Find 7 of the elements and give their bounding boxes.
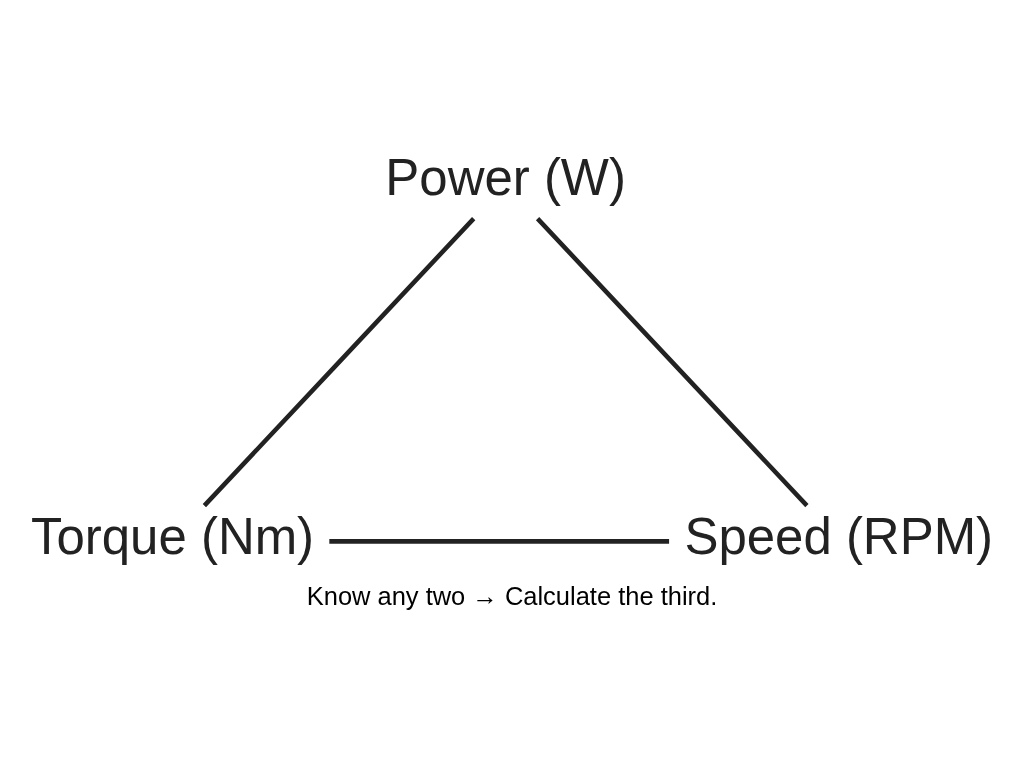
connector — [535, 216, 809, 507]
connector — [329, 538, 670, 544]
node-text: Torque (Nm) — [30, 507, 315, 565]
node-text: Speed (RPM) — [684, 507, 994, 565]
connector — [202, 216, 476, 507]
caption: Know any two → Calculate the third. — [306, 581, 718, 610]
node-text: Power (W) — [385, 148, 626, 206]
